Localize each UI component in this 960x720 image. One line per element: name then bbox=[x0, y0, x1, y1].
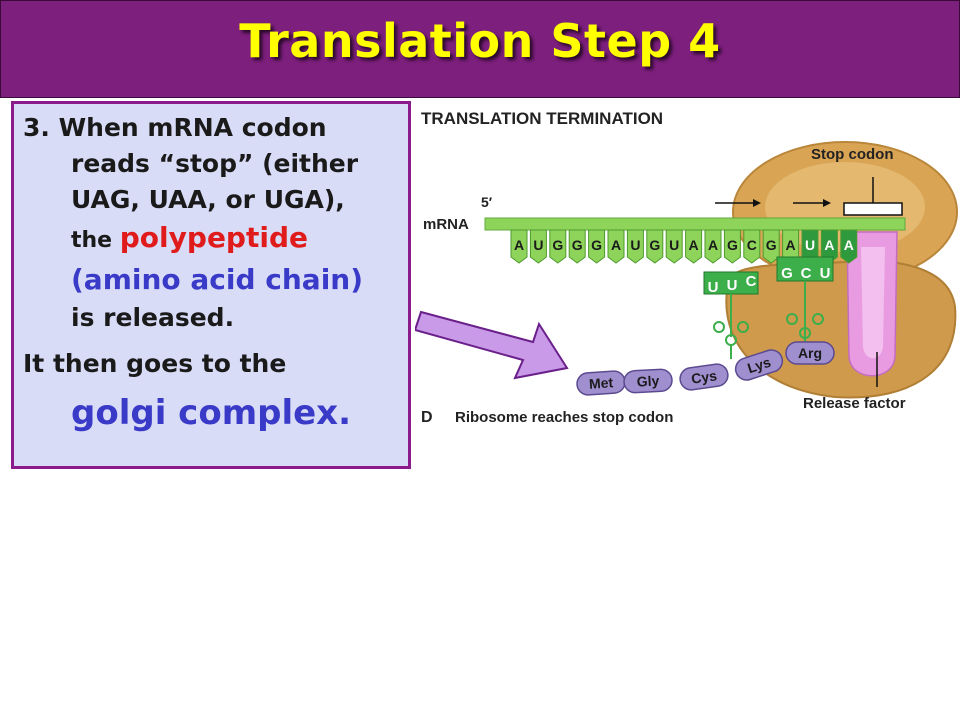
mrna-base-letter: A bbox=[786, 237, 796, 253]
mrna-base-tooth bbox=[607, 229, 625, 264]
mrna-base-letter: A bbox=[708, 237, 718, 253]
mrna-base-letter: U bbox=[630, 237, 640, 253]
mrna-strand bbox=[484, 217, 906, 231]
amino-acid-label: Lys bbox=[745, 354, 773, 377]
amino-acid-bead bbox=[785, 341, 835, 365]
figure-caption: Ribosome reaches stop codon bbox=[455, 409, 673, 426]
slide-title: Translation Step 4 bbox=[239, 14, 721, 68]
release-factor-label: Release factor bbox=[803, 395, 906, 412]
amino-acid: Met bbox=[576, 370, 626, 396]
mrna-base-tooth bbox=[646, 229, 664, 264]
amino-acid: Arg bbox=[785, 341, 835, 365]
trna-2-body bbox=[776, 256, 834, 282]
ribosome-small-subunit bbox=[725, 259, 957, 399]
mrna-base-letter: G bbox=[649, 237, 660, 253]
text-line-1: 3. When mRNA codon bbox=[23, 113, 327, 142]
mrna-base-tooth bbox=[704, 229, 722, 264]
mrna-base-tooth bbox=[549, 229, 567, 264]
mrna-base-tooth bbox=[685, 229, 703, 264]
trna-1 bbox=[703, 271, 759, 359]
text-line-8: golgi complex. bbox=[71, 393, 352, 433]
trna-2-loop-left bbox=[786, 313, 798, 325]
text-line-6: is released. bbox=[71, 303, 235, 332]
mrna-base-letter: C bbox=[747, 237, 757, 253]
mrna-base-letter: G bbox=[591, 237, 602, 253]
mrna-base-tooth bbox=[743, 229, 761, 264]
amino-acid-label: Gly bbox=[636, 372, 660, 389]
mrna-base-tooth bbox=[588, 229, 606, 264]
amino-acid: Lys bbox=[734, 349, 784, 381]
mrna-base-letter: U bbox=[669, 237, 679, 253]
translation-termination-figure: TRANSLATION TERMINATION mRNA 5′ Stop cod… bbox=[421, 109, 958, 426]
mrna-base-letter: G bbox=[766, 237, 777, 253]
trna-2-anticodon-letter: C bbox=[801, 265, 812, 282]
amino-acid-label: Met bbox=[588, 374, 614, 392]
mrna-base-tooth bbox=[626, 229, 644, 264]
mrna-base-tooth bbox=[529, 229, 547, 264]
trna-1-anticodon-letter: C bbox=[746, 273, 757, 290]
text-line-2: reads “stop” (either bbox=[71, 149, 359, 178]
trna-1-anticodon-letter: U bbox=[727, 277, 738, 294]
trna-2-loop-right bbox=[812, 313, 824, 325]
amino-acid: Cys bbox=[679, 363, 729, 391]
mrna-base-letter: A bbox=[689, 237, 699, 253]
mrna-base-letter: G bbox=[552, 237, 563, 253]
amino-acid: Gly bbox=[623, 368, 673, 394]
mrna-base-letter: G bbox=[727, 237, 738, 253]
trna-2-loop-bottom bbox=[799, 327, 811, 339]
trna-1-anticodon-letter: U bbox=[708, 279, 719, 296]
pointer-arrow-shape bbox=[415, 310, 569, 380]
trna-2 bbox=[776, 256, 834, 342]
polypeptide-chain: Met Gly Cys Lys Arg bbox=[576, 341, 835, 396]
trna-1-body bbox=[703, 271, 759, 295]
direction-arrow-1-head bbox=[753, 199, 761, 207]
pointer-arrow bbox=[415, 310, 569, 380]
trna-2-anticodon-letter: U bbox=[820, 265, 831, 282]
mrna-base-tooth bbox=[665, 229, 683, 264]
mrna-label: mRNA bbox=[423, 216, 469, 233]
amino-acid-bead bbox=[623, 368, 673, 394]
mrna-base-tooth bbox=[723, 229, 741, 264]
title-bar bbox=[0, 0, 960, 98]
direction-arrow-2-head bbox=[823, 199, 831, 207]
mrna-base-letter: G bbox=[572, 237, 583, 253]
mrna-base-tooth bbox=[840, 229, 858, 264]
text-the: the bbox=[71, 228, 120, 253]
mrna-base-letter: A bbox=[824, 237, 834, 253]
text-line-5: (amino acid chain) bbox=[71, 263, 364, 296]
amino-acid-label: Arg bbox=[798, 345, 822, 361]
amino-acid-bead bbox=[679, 363, 729, 391]
mrna-base-tooth bbox=[762, 229, 780, 264]
text-line-3: UAG, UAA, or UGA), bbox=[71, 185, 345, 214]
mrna-base-letter: A bbox=[514, 237, 524, 253]
trna-1-loop-right bbox=[737, 321, 749, 333]
text-line-7: It then goes to the bbox=[23, 349, 287, 378]
figure-heading: TRANSLATION TERMINATION bbox=[421, 109, 663, 128]
mrna-base-letter: U bbox=[805, 237, 815, 253]
trna-1-loop-left bbox=[713, 321, 725, 333]
stop-codon-label: Stop codon bbox=[811, 146, 894, 163]
mrna-end bbox=[485, 218, 495, 230]
mrna-base-letter: A bbox=[611, 237, 621, 253]
text-polypeptide: polypeptide bbox=[119, 221, 308, 254]
text-line-4: the polypeptide bbox=[71, 220, 308, 258]
trna-2-anticodon-letter: G bbox=[781, 265, 793, 282]
mrna-base-tooth bbox=[568, 229, 586, 264]
stop-codon-box bbox=[843, 202, 903, 216]
five-prime-label: 5′ bbox=[481, 194, 493, 210]
mrna-base-tooth bbox=[510, 229, 528, 264]
amino-acid-bead bbox=[734, 349, 784, 381]
mrna-base-letter: A bbox=[844, 237, 854, 253]
text-box: 3. When mRNA codon reads “stop” (either … bbox=[11, 101, 411, 469]
release-factor-highlight bbox=[861, 247, 885, 359]
panel-letter: D bbox=[421, 409, 433, 426]
amino-acid-label: Cys bbox=[690, 367, 718, 386]
mrna-base-letter: U bbox=[533, 237, 543, 253]
